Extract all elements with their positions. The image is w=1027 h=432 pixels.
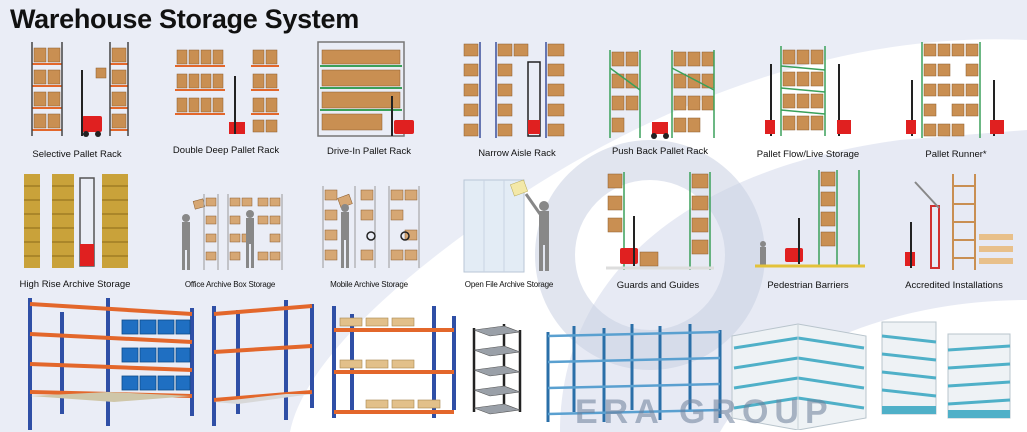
gondola-shelving-large-image	[728, 322, 870, 430]
narrow-aisle-rack-image	[462, 40, 572, 140]
label-high-rise-archive-storage: High Rise Archive Storage	[19, 279, 131, 290]
pallet-flow-live-storage-image	[763, 44, 863, 140]
blue-shelving-units-image	[542, 322, 732, 426]
mobile-archive-storage-image	[315, 184, 425, 272]
high-rise-archive-storage-image	[22, 172, 132, 272]
push-back-pallet-rack-image	[606, 48, 716, 140]
open-file-archive-storage-image	[462, 178, 562, 274]
longspan-shelving-with-bins-image	[22, 292, 200, 432]
label-accredited-installations: Accredited Installations	[905, 280, 1003, 291]
label-pedestrian-barriers: Pedestrian Barriers	[767, 280, 849, 291]
longspan-shelving-empty-image	[208, 296, 320, 432]
selective-pallet-rack-image	[30, 40, 135, 140]
pallet-runner-image	[902, 40, 1012, 140]
boltless-metal-shelf-image	[470, 320, 526, 416]
label-push-back-pallet-rack: Push Back Pallet Rack	[611, 146, 709, 157]
double-deep-pallet-rack-image	[173, 40, 283, 140]
label-guards-and-guides: Guards and Guides	[616, 280, 700, 291]
label-mobile-archive-storage: Mobile Archive Storage	[330, 280, 408, 289]
label-narrow-aisle-rack: Narrow Aisle Rack	[478, 148, 556, 159]
watermark-logo-text: ERA GROUP	[575, 393, 834, 431]
pedestrian-barriers-image	[755, 168, 865, 272]
label-office-archive-box-storage: Office Archive Box Storage	[184, 280, 276, 289]
label-double-deep-pallet-rack: Double Deep Pallet Rack	[172, 145, 280, 156]
pallet-shelving-image	[330, 300, 460, 424]
label-selective-pallet-rack: Selective Pallet Rack	[32, 149, 122, 160]
gondola-shelving-tall-image	[878, 318, 940, 418]
guards-and-guides-image	[604, 170, 716, 274]
drive-in-pallet-rack-image	[316, 40, 421, 140]
label-pallet-flow-live-storage: Pallet Flow/Live Storage	[756, 149, 860, 160]
gondola-shelving-end-image	[944, 330, 1016, 422]
label-pallet-runner: Pallet Runner*	[925, 149, 987, 160]
label-drive-in-pallet-rack: Drive-In Pallet Rack	[327, 146, 411, 157]
office-archive-box-storage-image	[178, 192, 288, 272]
label-open-file-archive-storage: Open File Archive Storage	[464, 280, 554, 289]
accredited-installations-image	[903, 172, 1015, 272]
page-title: Warehouse Storage System	[10, 4, 359, 34]
